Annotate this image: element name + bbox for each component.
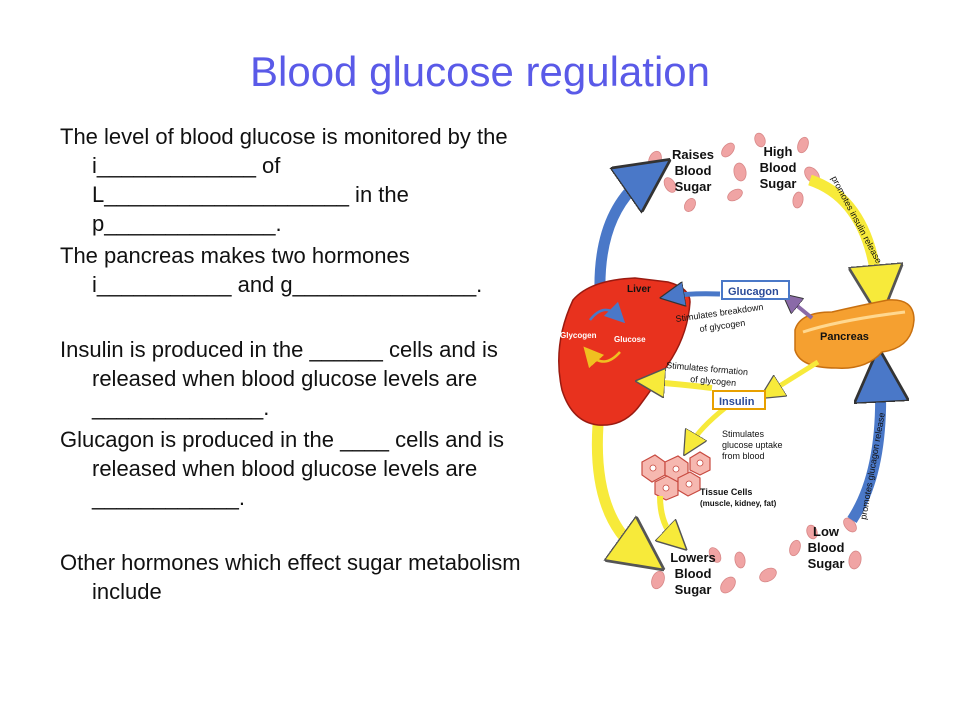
svg-text:Sugar: Sugar — [675, 582, 712, 597]
liver-label: Liver — [627, 284, 651, 295]
uptake-line-3: from blood — [722, 451, 765, 461]
cycle-arrow-to-glucose — [589, 301, 626, 324]
raises-blood-sugar-label: Raises Blood Sugar — [672, 147, 714, 194]
arrow-low-to-pancreas — [847, 375, 881, 524]
svg-text:Lowers: Lowers — [670, 550, 716, 565]
svg-text:Sugar: Sugar — [808, 556, 845, 571]
arrow-liver-to-lowers — [591, 424, 642, 554]
text-column: The level of blood glucose is monitored … — [60, 122, 540, 609]
svg-text:Low: Low — [813, 524, 840, 539]
svg-text:Blood: Blood — [808, 540, 845, 555]
paragraph-hormones: The pancreas makes two hormones i_______… — [60, 243, 483, 297]
promotes-insulin-label: promotes insulin release — [829, 174, 884, 265]
arrow-insulin-to-tissue — [690, 406, 727, 445]
glucagon-box — [721, 280, 790, 300]
tissue-nuclei — [649, 459, 704, 492]
arrow-liver-to-raises — [594, 175, 648, 293]
arrow-high-to-pancreas — [808, 174, 878, 292]
glucose-regulation-diagram: Liver Glycogen Glucose Pancreas Glucagon… — [558, 132, 915, 597]
promotes-glucagon-label: promotes glucagon release — [858, 412, 887, 521]
arrow-tissue-to-lowers — [660, 495, 676, 540]
glucagon-label: Glucagon — [728, 286, 779, 298]
uptake-line-1: Stimulates — [722, 429, 765, 439]
blood-cells-top — [648, 132, 820, 212]
arrow-insulin-to-liver — [650, 382, 713, 388]
arrow-pancreas-to-insulin — [770, 359, 820, 392]
glycogen-label: Glycogen — [560, 331, 597, 340]
slide-title: Blood glucose regulation — [250, 48, 710, 95]
pancreas-shape — [794, 299, 915, 369]
insulin-box — [712, 390, 766, 410]
formation-line-2: of glycogen — [690, 374, 737, 388]
tissue-line-2: (muscle, kidney, fat) — [700, 499, 777, 508]
glucose-label: Glucose — [614, 335, 646, 344]
svg-text:Sugar: Sugar — [675, 179, 712, 194]
paragraph-glucagon: Glucagon is produced in the ____ cells a… — [60, 427, 504, 510]
liver-shape — [558, 277, 691, 426]
svg-text:High: High — [764, 144, 793, 159]
insulin-label: Insulin — [719, 396, 755, 408]
svg-text:Blood: Blood — [675, 566, 712, 581]
paragraph-insulin: Insulin is produced in the ______ cells … — [60, 337, 498, 420]
svg-text:Sugar: Sugar — [760, 176, 797, 191]
arrow-glucagon-to-liver — [672, 294, 721, 296]
low-blood-sugar-label: Low Blood Sugar — [808, 524, 845, 571]
uptake-line-2: glucose uptake — [722, 440, 783, 450]
svg-text:Blood: Blood — [675, 163, 712, 178]
tissue-line-1: Tissue Cells — [700, 487, 752, 497]
breakdown-line-2: of glycogen — [699, 318, 746, 334]
pancreas-label: Pancreas — [820, 331, 869, 343]
svg-text:Raises: Raises — [672, 147, 714, 162]
svg-text:Blood: Blood — [760, 160, 797, 175]
arrow-pancreas-to-glucagon — [790, 300, 814, 320]
high-blood-sugar-label: High Blood Sugar — [760, 144, 797, 191]
lowers-blood-sugar-label: Lowers Blood Sugar — [670, 550, 716, 597]
paragraph-monitoring: The level of blood glucose is monitored … — [60, 124, 508, 236]
paragraph-other-hormones: Other hormones which effect sugar metabo… — [60, 550, 521, 604]
blood-cells-bottom — [651, 517, 862, 594]
cycle-arrow-to-glycogen — [583, 346, 621, 369]
